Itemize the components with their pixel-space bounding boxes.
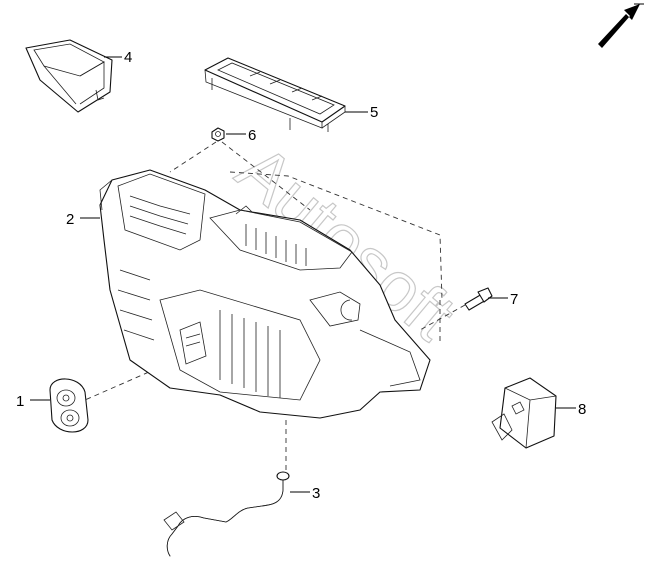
part-filter-frame (204, 57, 346, 132)
callout-labels: 1 2 3 4 5 6 7 8 (16, 49, 586, 502)
part-grommet (49, 378, 89, 433)
callout-3: 3 (312, 485, 320, 502)
callout-2: 2 (66, 211, 74, 228)
part-nut (211, 127, 225, 142)
part-drain-hose (163, 471, 290, 557)
callout-6: 6 (248, 127, 256, 144)
callout-leaders (30, 56, 576, 493)
callout-5: 5 (370, 104, 378, 121)
callout-7: 7 (510, 291, 518, 308)
callout-1: 1 (16, 393, 24, 410)
part-hvac-housing (99, 169, 431, 419)
part-bolt (464, 287, 493, 311)
assembly-dashed-lines (84, 141, 466, 470)
arrow-up-right-icon (598, 3, 644, 48)
callout-8: 8 (578, 401, 586, 418)
callout-4: 4 (124, 49, 132, 66)
part-air-duct (25, 39, 113, 113)
part-module (491, 377, 557, 449)
